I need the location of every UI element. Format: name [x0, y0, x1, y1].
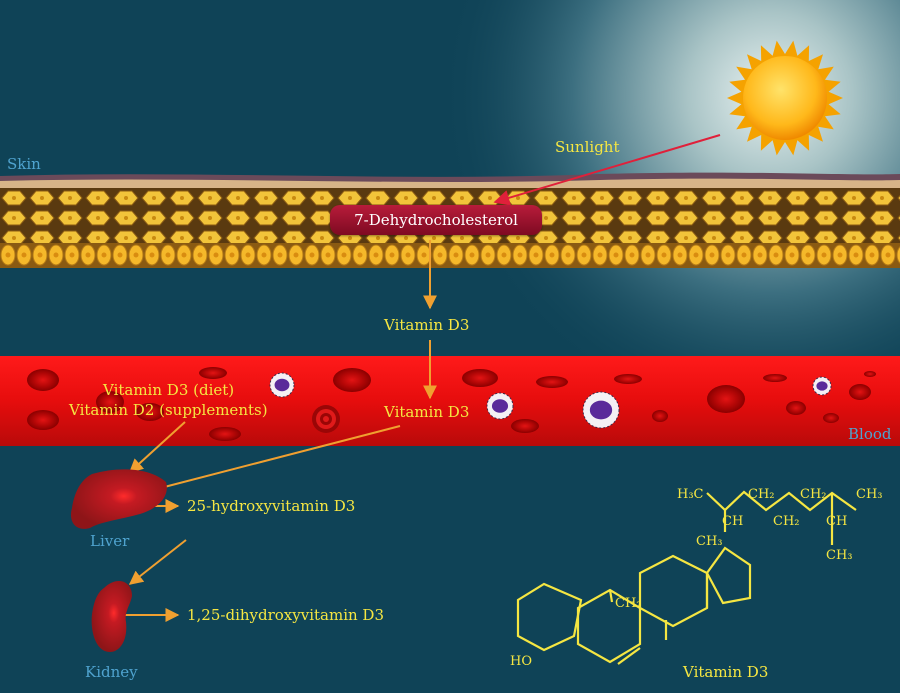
red-blood-cell-icon: [707, 385, 745, 413]
kidney-label: Kidney: [85, 663, 138, 681]
red-blood-cell-icon: [199, 367, 227, 379]
chem-ch2-a: CH₂: [748, 487, 775, 502]
red-blood-cells: [27, 367, 876, 441]
dihydroxyvitamin-label: 1,25-dihydroxyvitamin D3: [187, 606, 384, 624]
red-blood-cell-icon: [849, 384, 871, 400]
red-blood-cell-icon: [786, 401, 806, 415]
chem-ch2-c: CH₂: [773, 514, 800, 529]
dehydrocholesterol-pill: 7-Dehydrocholesterol: [330, 205, 542, 235]
chem-ch2-b: CH₂: [800, 487, 827, 502]
chem-ch3-bottom: CH₃: [826, 548, 853, 563]
white-blood-cell-icon: [486, 392, 514, 420]
red-blood-cell-icon: [333, 368, 371, 392]
red-blood-cell-icon: [511, 419, 539, 433]
chem-h3c: H₃C: [677, 487, 704, 502]
skin-label: Skin: [7, 155, 41, 173]
vitamin-d3-diet-label: Vitamin D3 (diet): [103, 381, 235, 399]
red-blood-cell-icon: [136, 403, 164, 421]
dehydrocholesterol-label: 7-Dehydrocholesterol: [354, 211, 518, 229]
red-blood-cell-icon: [462, 369, 498, 387]
red-blood-cell-icon: [536, 376, 568, 388]
chem-ch-left: CH: [722, 514, 743, 529]
chem-ch3-ring: CH₃: [696, 534, 723, 549]
sunlight-label: Sunlight: [555, 138, 620, 156]
kidney-icon: [91, 581, 132, 652]
white-blood-cell-icon: [812, 376, 832, 396]
chem-ch2-ring: CH₂: [615, 596, 642, 611]
red-blood-cell-icon: [864, 371, 876, 377]
red-blood-cell-icon: [96, 391, 124, 413]
blood-vessel: [0, 356, 900, 446]
white-blood-cell-icon: [582, 391, 620, 429]
chem-ch-right: CH: [826, 514, 847, 529]
vitamin-d3-skin-label: Vitamin D3: [384, 316, 470, 334]
vitamin-d3-blood-label: Vitamin D3: [384, 403, 470, 421]
sunlight-arrow: [493, 134, 721, 206]
red-blood-cell-icon: [763, 374, 787, 382]
liver-icon: [70, 469, 167, 529]
red-blood-cell-icon: [652, 410, 668, 422]
red-blood-cell-icon: [27, 369, 59, 391]
chem-ho: HO: [510, 654, 532, 669]
hydroxyvitamin-label: 25-hydroxyvitamin D3: [187, 497, 356, 515]
white-blood-cell-icon: [269, 372, 295, 398]
structure-caption: Vitamin D3: [683, 663, 769, 681]
liver-label: Liver: [90, 532, 130, 550]
skin-layers: [0, 172, 900, 268]
flow-arrows: [120, 240, 437, 622]
red-blood-cell-icon: [209, 427, 241, 441]
red-blood-cell-icon: [312, 405, 340, 433]
white-blood-cells: [269, 372, 832, 429]
vitamin-d3-structure: [516, 490, 857, 665]
red-blood-cell-icon: [823, 413, 839, 423]
red-blood-cell-icon: [27, 410, 59, 430]
chem-ch3-top: CH₃: [856, 487, 883, 502]
blood-label: Blood: [848, 425, 892, 443]
vitamin-d2-supplements-label: Vitamin D2 (supplements): [69, 401, 268, 419]
red-blood-cell-icon: [614, 374, 642, 384]
sun-icon: [727, 40, 843, 156]
